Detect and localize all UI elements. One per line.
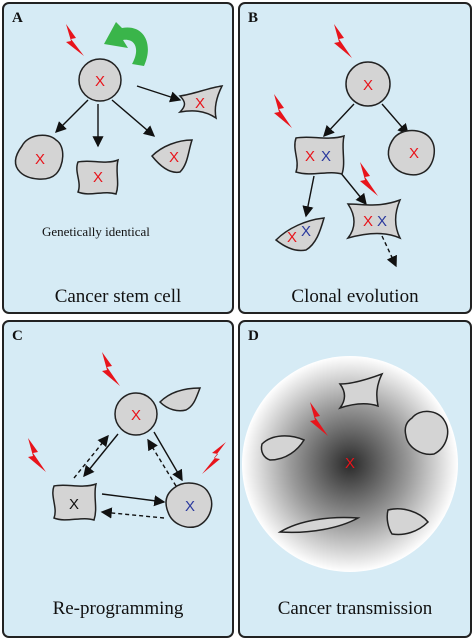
marker-red: X xyxy=(195,95,205,112)
panel-a-diagram: X X X X X xyxy=(14,22,224,195)
lightning-icon xyxy=(334,24,352,58)
panel-b: B X X X X X X X X Clonal evolution xyxy=(238,2,472,314)
panel-c-letter: C xyxy=(12,328,23,344)
self-renewal-arrow-icon xyxy=(104,22,148,66)
panel-b-letter: B xyxy=(248,10,259,26)
transmitted-cell-crescent xyxy=(386,508,430,536)
marker-red: X xyxy=(363,213,373,230)
stem-like-cell xyxy=(114,392,158,436)
subclone-cell-star xyxy=(345,198,402,240)
panel-b-diagram: X X X X X X X X xyxy=(274,24,436,268)
transmitted-cell-drop xyxy=(260,435,306,461)
marker-red: X xyxy=(363,77,373,94)
reprogrammed-cell-round xyxy=(165,482,213,528)
daughter-cell-spindle xyxy=(150,139,194,174)
daughter-cell-round xyxy=(387,129,436,176)
panel-a-caption: Cancer stem cell xyxy=(54,286,182,307)
transmitted-cell-round xyxy=(404,410,449,456)
panel-c: C X X X Re-programming xyxy=(2,320,234,638)
panel-d-diagram: X xyxy=(242,356,458,572)
daughter-cell-square xyxy=(76,158,120,195)
lightning-icon xyxy=(274,94,292,128)
lightning-icon xyxy=(66,24,84,56)
stem-cell xyxy=(78,58,122,102)
mutated-cell-square xyxy=(294,134,346,175)
daughter-cell-round xyxy=(14,134,64,180)
original-cancer-cell xyxy=(345,61,391,107)
transmitted-cell-elongated xyxy=(277,516,361,534)
marker-blue: X xyxy=(377,213,387,230)
panel-d: D X Cancer transmission xyxy=(238,320,472,638)
marker-red: X xyxy=(169,149,179,166)
panel-c-caption: Re-programming xyxy=(52,598,184,619)
marker-red: X xyxy=(409,145,419,162)
lightning-icon xyxy=(202,442,226,474)
lightning-icon xyxy=(310,402,328,436)
transmitted-cell-star xyxy=(337,372,384,410)
lightning-icon xyxy=(102,352,120,386)
differentiated-cell-square xyxy=(52,482,98,521)
panel-b-caption: Clonal evolution xyxy=(291,286,419,307)
panel-a: A X X X X X Genetically identic xyxy=(2,2,234,314)
marker-black: X xyxy=(69,496,79,513)
marker-red: X xyxy=(305,148,315,165)
panel-d-letter: D xyxy=(248,328,259,344)
genetically-identical-label: Genetically identical xyxy=(42,224,150,239)
subclone-cell-spindle xyxy=(274,217,326,252)
lightning-icon xyxy=(28,438,46,472)
marker-red: X xyxy=(131,407,141,424)
marker-blue: X xyxy=(185,498,195,515)
marker-red: X xyxy=(93,169,103,186)
panel-d-caption: Cancer transmission xyxy=(277,598,433,619)
marker-red: X xyxy=(287,229,297,246)
panel-c-diagram: X X X xyxy=(28,352,226,528)
marker-blue: X xyxy=(321,148,331,165)
marker-blue: X xyxy=(301,223,311,240)
lightning-icon xyxy=(360,162,378,196)
panel-a-letter: A xyxy=(12,10,23,26)
marker-red: X xyxy=(95,73,105,90)
marker-red: X xyxy=(35,151,45,168)
daughter-cell-star xyxy=(177,85,224,120)
spindle-cell xyxy=(158,387,202,412)
marker-red: X xyxy=(345,455,355,472)
